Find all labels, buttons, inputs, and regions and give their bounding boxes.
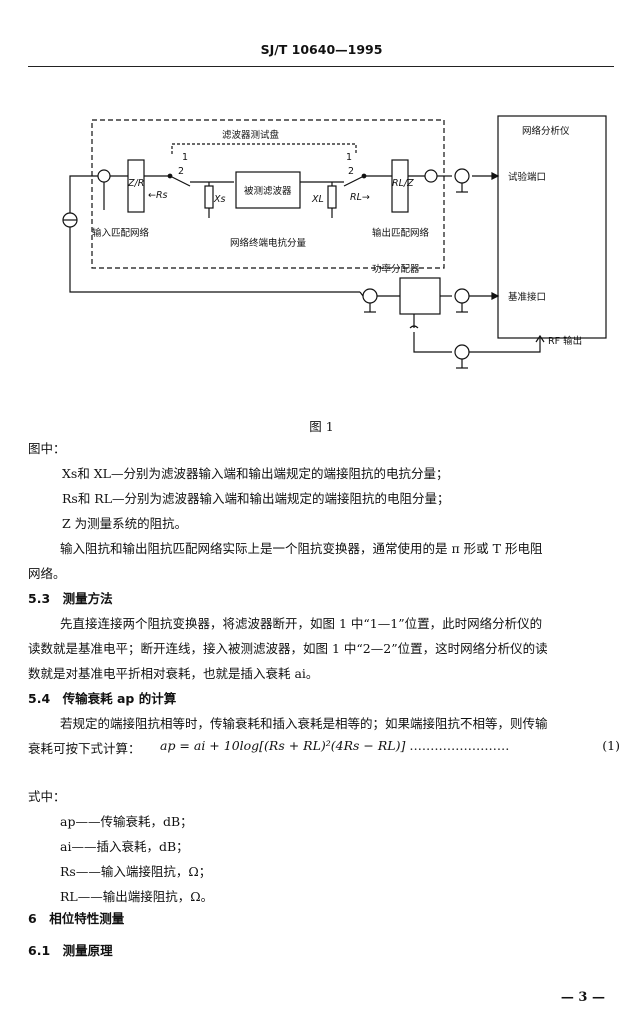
where-item: Rs——输入端接阻抗，Ω； [60,864,212,879]
page-header: SJ/T 10640—1995 [260,42,383,57]
power-divider-box [399,277,441,315]
formula-number: (1) [602,738,620,753]
pos2-right-label: 2 [348,166,354,177]
pos2-left-label: 2 [178,166,184,177]
legend-item: Rs和 RL—分别为滤波器输入端和输出端规定的端接阻抗的电阻分量； [62,491,450,506]
section-6-block: 6 相位特性测量 [28,906,618,931]
paragraph-line: 数就是对基准电平折相对衰耗，也就是插入衰耗 ai。 [28,666,319,681]
input-match-label: 输入匹配网络 [92,227,150,239]
network-analyzer-label: 网络分析仪 [522,125,570,137]
network-analyzer-box [497,115,607,339]
page-number: — 3 — [560,990,605,1005]
test-port-connector [454,168,470,184]
test-port-label: 试验端口 [508,171,546,183]
where-item: ai——插入衰耗，dB； [60,839,189,854]
figure-caption: 图 1 [309,419,334,434]
section-6-heading: 6 相位特性测量 [28,911,125,926]
formula-1: ap = ai + 10log[(Rs + RL)²(4Rs − RL)] ……… [160,738,620,753]
where-intro: 式中： [28,789,66,804]
formula-expression: ap = ai + 10log[(Rs + RL)²(4Rs − RL)] [160,738,406,753]
power-divider-label: 功率分配器 [372,263,420,275]
test-panel-label: 滤波器测试盘 [222,129,280,141]
paragraph-line: 衰耗可按下式计算： [28,741,141,756]
rf-output-label: RF 输出 [548,335,582,347]
section-6-1-block: 6.1 测量原理 [28,938,618,963]
paragraph-line: 若规定的端接阻抗相等时，传输衰耗和插入衰耗是相等的；如果端接阻抗不相等，则传输 [60,716,548,731]
where-block: 式中： ap——传输衰耗，dB； ai——插入衰耗，dB； Rs——输入端接阻抗… [28,784,618,909]
output-match-label: 输出匹配网络 [372,227,430,239]
switch-right [343,175,365,187]
note-line: 输入阻抗和输出阻抗匹配网络实际上是一个阻抗变换器，通常使用的是 π 形或 T 形… [60,541,543,556]
dut-box [235,171,301,209]
switch-left [169,175,191,187]
xl-element [327,185,337,209]
reference-port-label: 基准接口 [508,291,546,303]
output-match-box [391,159,409,213]
pos1-right-label: 1 [346,152,352,163]
xl-label: XL [311,194,324,205]
rs-arrow-label: ←Rs [148,190,168,201]
where-item: ap——传输衰耗，dB； [60,814,193,829]
section-5-3-heading: 5.3 测量方法 [28,591,113,606]
switch-link [171,143,357,154]
xs-element [204,185,214,209]
where-item: RL——输出端接阻抗，Ω。 [60,889,214,904]
test-panel-box [91,119,445,269]
output-node [424,169,438,183]
test-setup-diagram: 网络分析仪 滤波器测试盘 试验端口 基准接口 RF 输出 功率分配器 被测滤波器… [62,115,607,369]
section-5-4-heading: 5.4 传输衰耗 ap 的计算 [28,691,177,706]
pos1-left-label: 1 [182,152,188,163]
input-match-box [127,159,145,213]
formula-dots: …………………… [409,738,510,753]
rl-z-label: RL/Z [392,178,414,189]
legend-item: Z 为测量系统的阻抗。 [62,516,188,531]
paragraph-line: 先直接连接两个阻抗变换器，将滤波器断开，如图 1 中“1—1”位置，此时网络分析… [60,616,543,631]
rl-arrow-label: RL→ [350,192,370,203]
legend-intro: 图中： [28,441,66,456]
dut-label: 被测滤波器 [244,185,292,197]
z-rs-label: Z/R [127,178,144,189]
paragraph-line: 读数就是基准电平；断开连线，接入被测滤波器，如图 1 中“2—2”位置，这时网络… [28,641,548,656]
reactance-component-label: 网络终端电抗分量 [230,237,307,249]
legend-block: 图中： Xs和 XL—分别为滤波器输入端和输出端规定的端接阻抗的电抗分量； Rs… [28,436,618,761]
legend-item: Xs和 XL—分别为滤波器输入端和输出端规定的端接阻抗的电抗分量； [62,466,449,481]
header-rule [28,66,614,67]
section-6-1-heading: 6.1 测量原理 [28,943,113,958]
input-node [97,169,111,183]
note-line: 网络。 [28,566,66,581]
xs-label: Xs [213,194,226,205]
